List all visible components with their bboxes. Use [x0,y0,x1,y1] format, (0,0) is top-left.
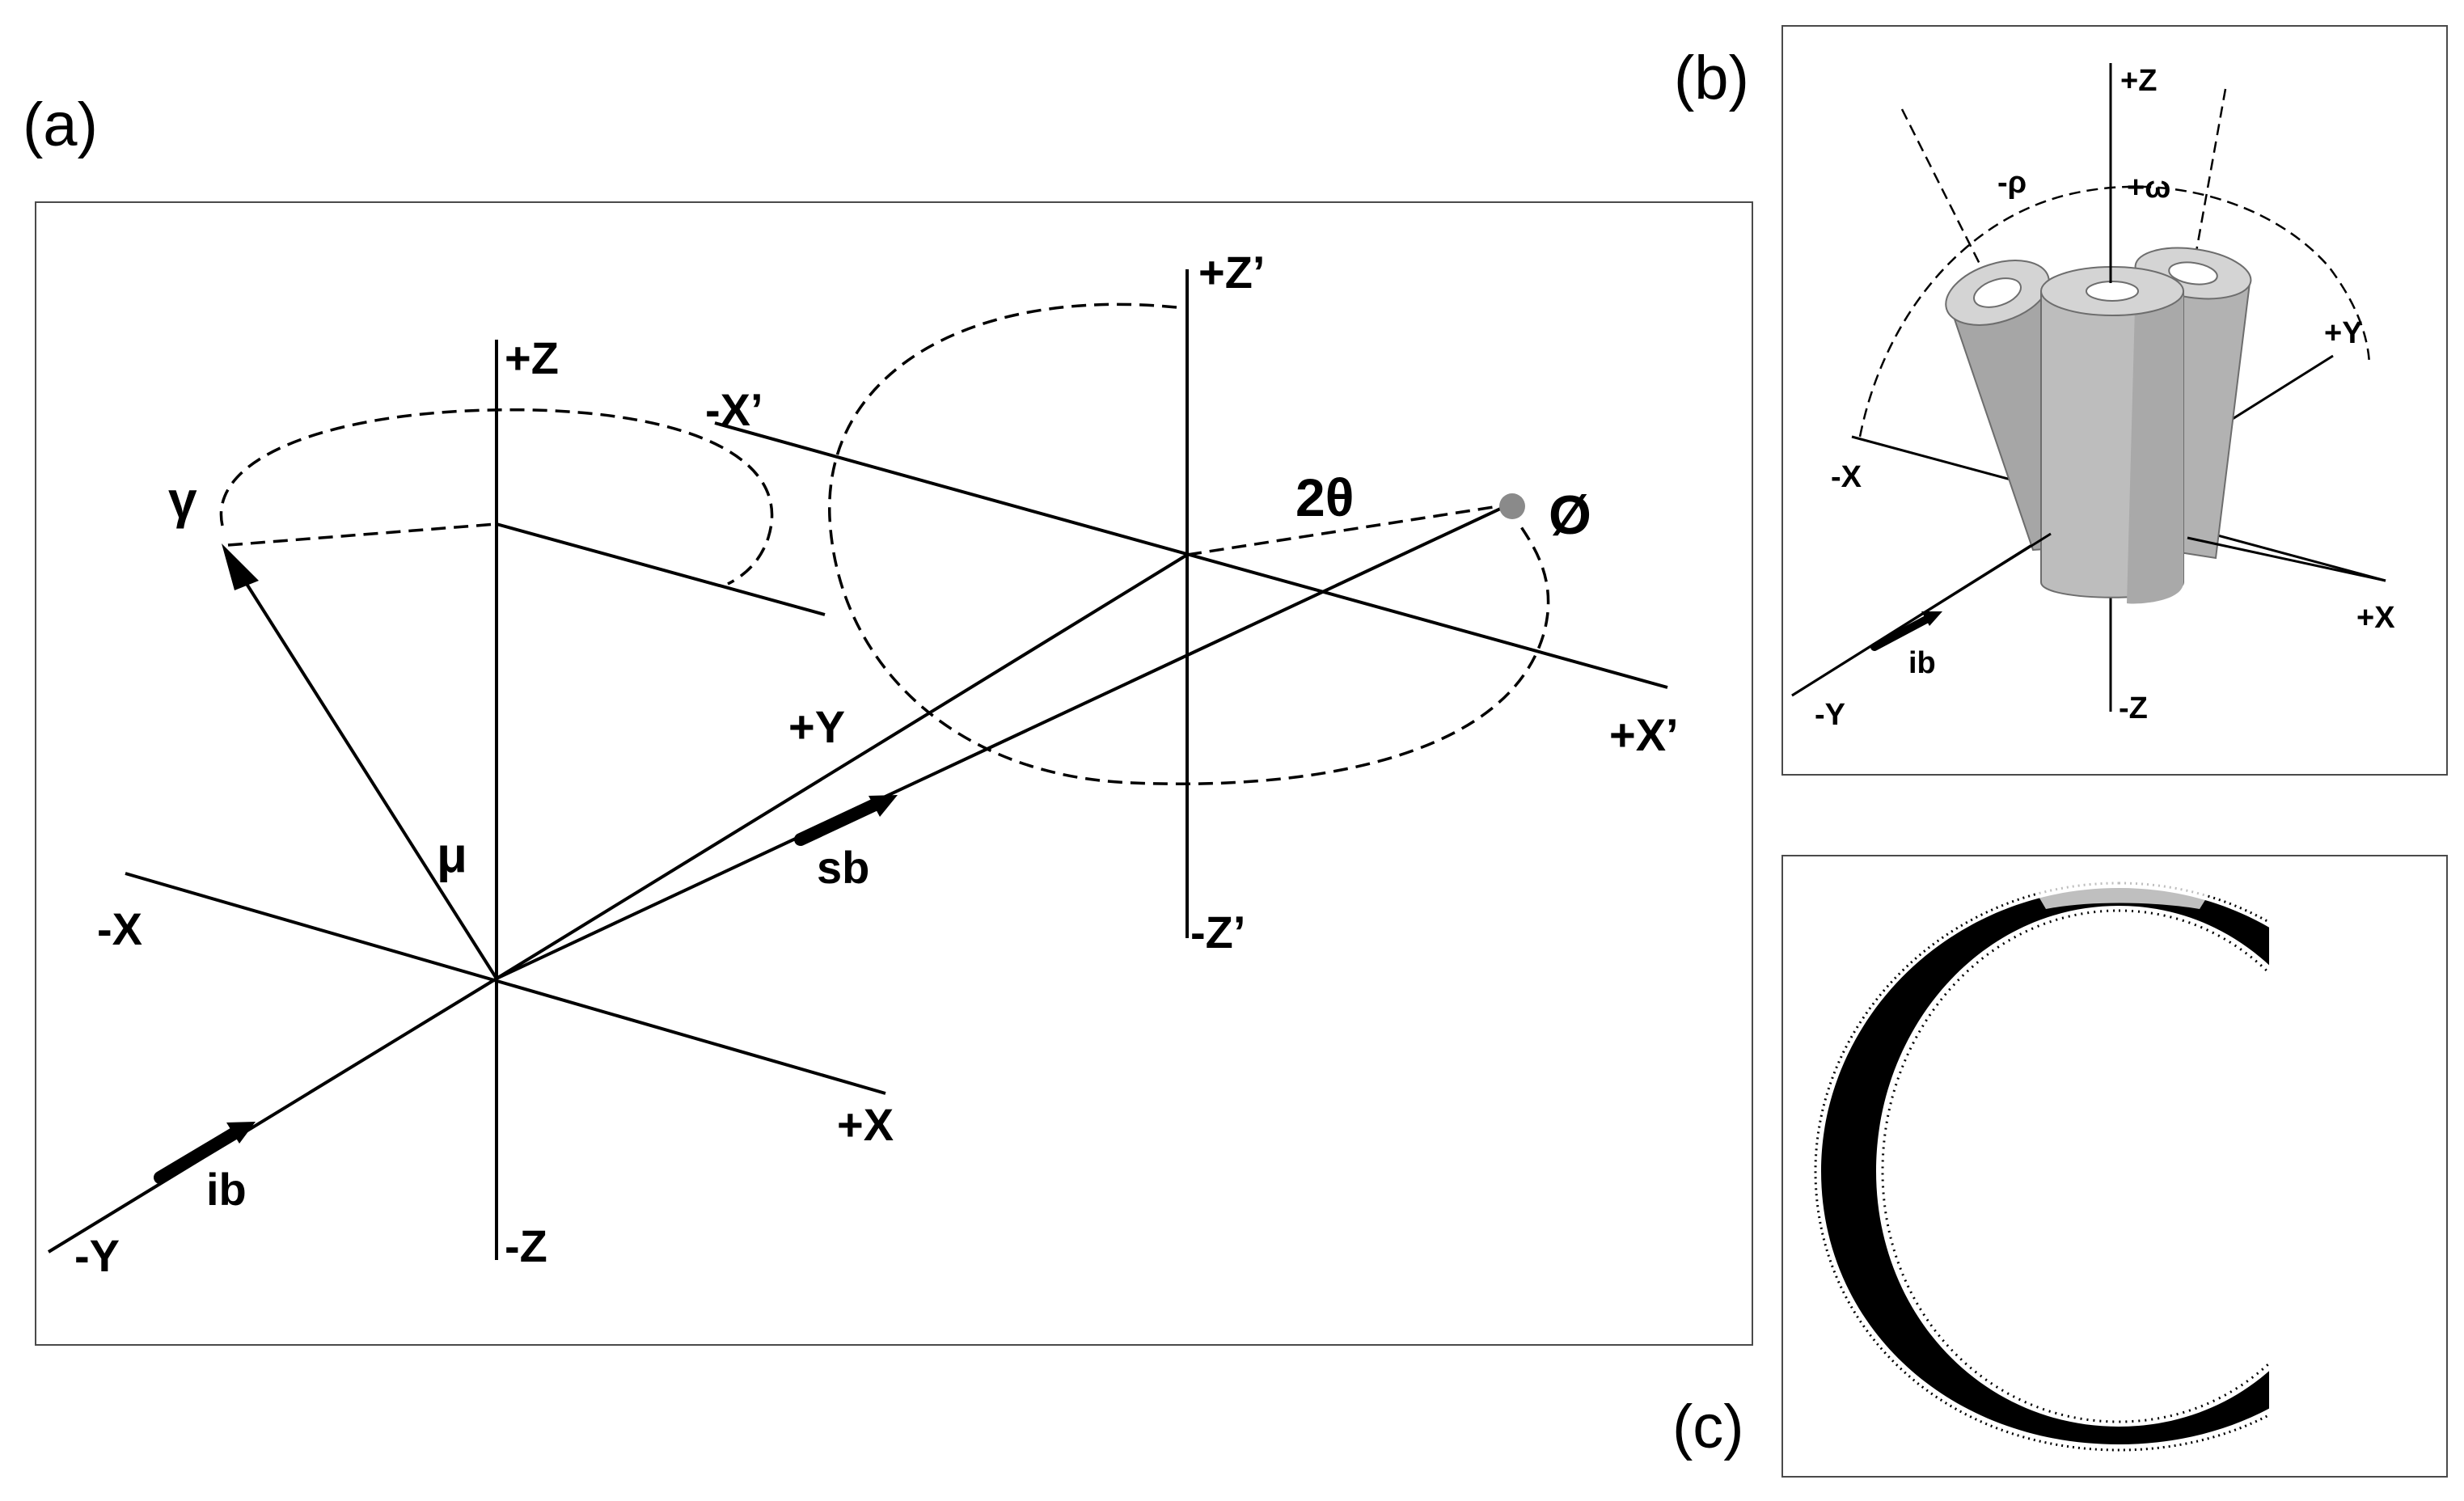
y-axis-lower [47,977,498,1254]
b-rotation-arc [1858,185,2371,438]
mu-arrowhead [222,543,259,590]
tube-center-bore [2086,281,2139,302]
label-plus-z-prime: +Z’ [1198,247,1265,298]
tube-right-bore [2168,261,2218,285]
ring-outer-speckle [1814,882,2269,1452]
label-incident-beam: ib [206,1164,247,1215]
label-minus-y: -Y [74,1230,120,1281]
gamma-arm [496,522,826,616]
panel-c-label: (c) [1672,1393,1744,1461]
label-two-theta: 2θ [1295,467,1354,527]
scattered-beam-line [496,503,1510,980]
mu-arrow [230,558,498,980]
b-label-minus-rho: -ρ [1997,166,2027,200]
panel-c-frame [1781,855,2448,1478]
label-plus-x-prime: +X’ [1609,709,1679,760]
label-minus-z: -Z [505,1220,547,1271]
b-label-plus-x: +X [2356,601,2395,635]
incident-beam-marker [154,1126,243,1184]
b-label-minus-z: -Z [2119,691,2148,725]
panel-b-label: (b) [1674,44,1749,112]
x-axis [125,872,886,1095]
label-minus-x-prime: -X’ [705,384,763,435]
panel-a: (a) +Z -Z -X +X [23,91,1753,1346]
label-plus-z: +Z [505,332,559,383]
two-theta-dashed-radius [1186,503,1510,556]
gamma-circle [219,408,774,586]
b-incident-beam-arrowhead [1921,611,1942,626]
scattered-beam-marker [794,797,883,846]
y-axis-upper [495,553,1189,980]
b-label-plus-z: +Z [2120,64,2157,98]
scattered-beam-arrowhead [869,795,898,817]
b-label-plus-omega: +ω [2127,171,2170,205]
label-phi: Ø [1549,484,1591,546]
label-gamma: γ [168,471,197,529]
panel-a-frame [35,201,1753,1346]
b-label-plus-y: +Y [2324,316,2363,350]
panel-b: (b) [1674,25,2448,776]
b-x-axis-front [2187,536,2386,582]
panel-c: (c) [1672,855,2448,1478]
tube-center-shade [2127,291,2183,604]
b-incident-beam-marker [1870,615,1930,651]
panel-a-label: (a) [23,91,98,159]
label-mu: μ [437,827,467,883]
b-y-axis-front [1791,532,2052,697]
b-label-incident-beam: ib [1908,646,1936,680]
label-scattered-beam: sb [817,842,869,893]
b-label-minus-y: -Y [1815,698,1845,732]
b-label-minus-x: -X [1831,460,1862,494]
two-theta-circle [828,302,1550,786]
ring-top-gap [2030,875,2216,909]
detector-dot [1499,493,1525,519]
label-minus-x: -X [97,903,142,954]
label-minus-z-prime: -Z’ [1190,907,1245,958]
incident-beam-arrowhead [226,1122,256,1144]
tube-left-bore [1973,277,2022,308]
label-plus-y: +Y [788,701,845,752]
tube-cluster [1945,247,2252,604]
label-plus-x: +X [837,1099,894,1150]
diffraction-ring [1814,875,2269,1452]
